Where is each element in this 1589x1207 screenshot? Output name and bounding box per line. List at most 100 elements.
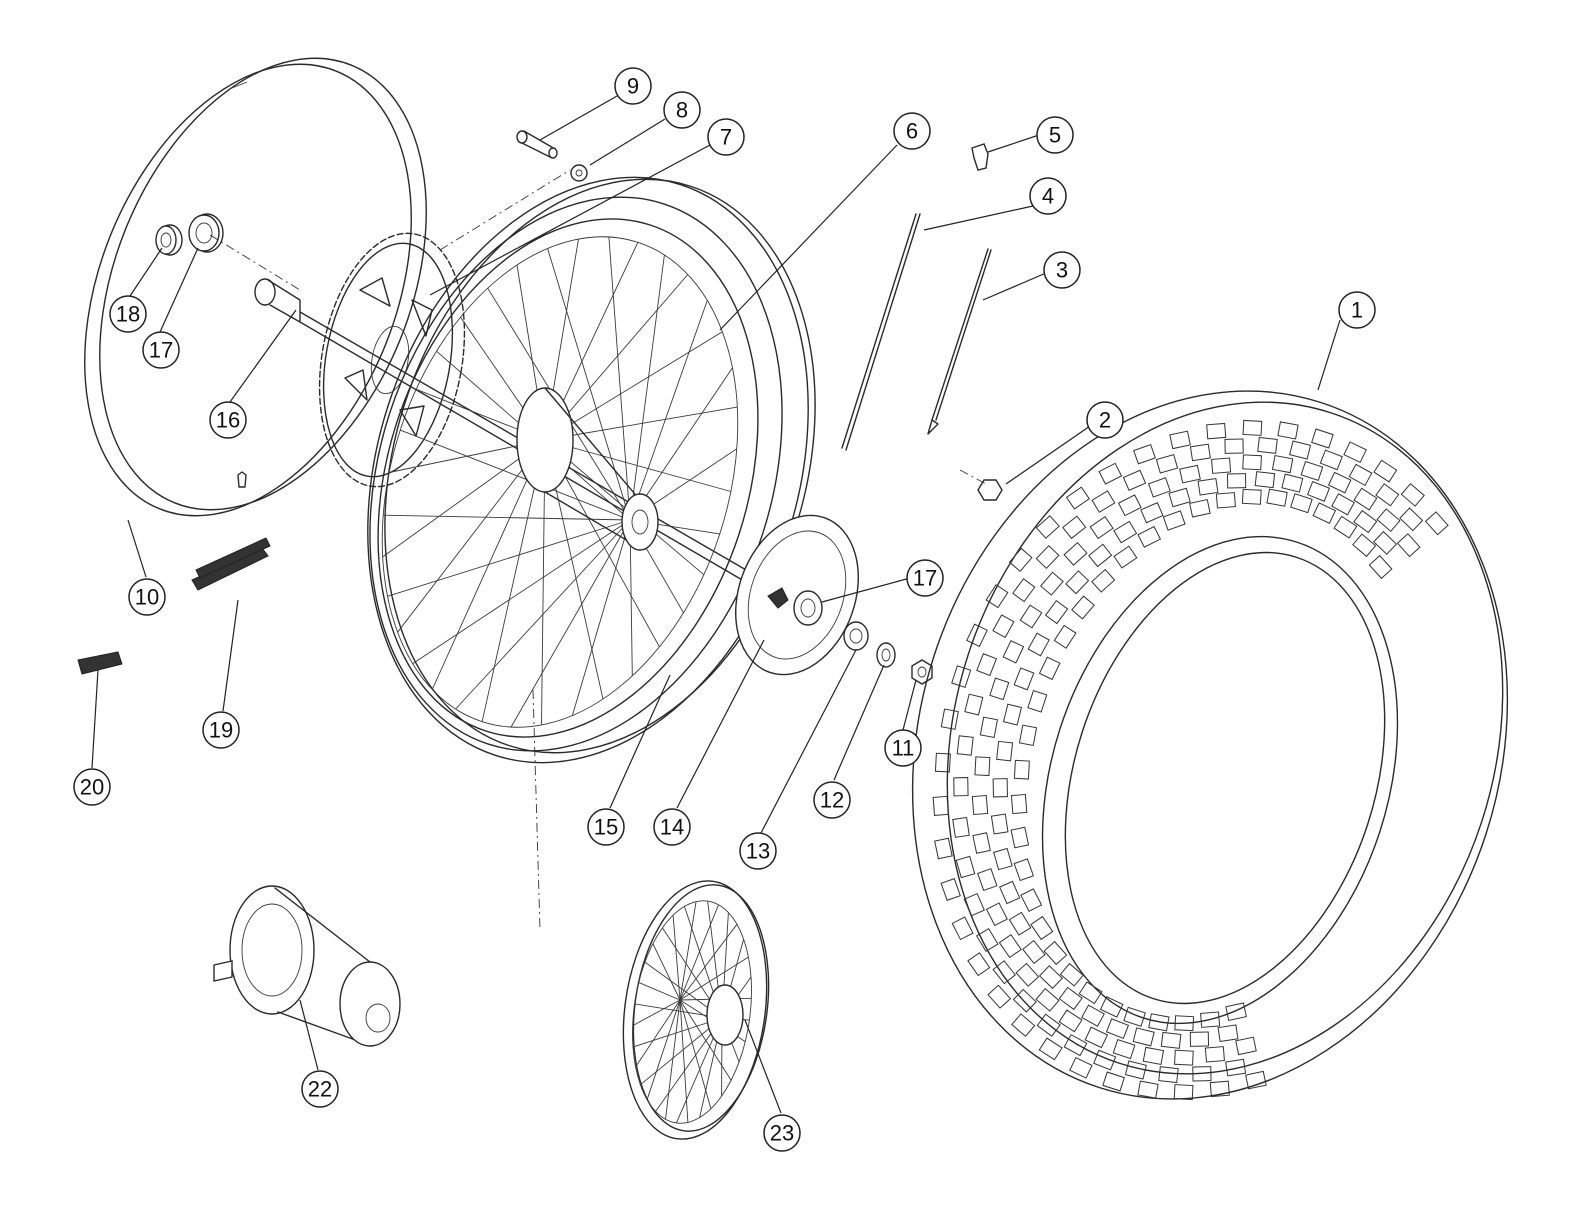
tread-block	[1281, 473, 1304, 493]
callout-10: 10	[128, 578, 166, 616]
bearing-left-part	[188, 213, 224, 253]
spoke-line	[547, 248, 631, 521]
tread-block	[1271, 454, 1294, 474]
tread-block	[1224, 438, 1244, 454]
tread-block	[1348, 463, 1373, 487]
tread-block	[1011, 1013, 1036, 1037]
tread-block	[1013, 759, 1030, 780]
mini-spoke-line	[665, 999, 681, 1120]
tread-block	[1158, 1066, 1179, 1084]
tread-block	[1084, 1026, 1109, 1049]
left-spacer-part	[155, 224, 183, 256]
tread-block	[1400, 483, 1425, 507]
bearing-right-part	[793, 590, 823, 626]
tread-block	[1148, 1013, 1170, 1032]
tread-block	[1174, 1015, 1195, 1032]
disc-bolt-part	[959, 469, 1003, 501]
callout-8: 8	[663, 91, 701, 129]
tread-block	[1133, 443, 1156, 465]
tread-block	[1012, 578, 1036, 603]
tread-block	[1319, 449, 1343, 471]
spoke-line	[383, 514, 631, 521]
tread-block	[1245, 1070, 1267, 1090]
tread-block	[1211, 457, 1232, 474]
tread-block	[1089, 516, 1114, 540]
callout-11-label: 11	[892, 736, 915, 761]
callout-22: 22	[301, 1070, 339, 1108]
tread-block	[953, 777, 969, 797]
tread-block	[1071, 595, 1095, 620]
tread-block	[993, 847, 1013, 871]
callout-9: 9	[614, 67, 652, 105]
tread-block	[1035, 544, 1060, 570]
callout-19-label: 19	[209, 718, 233, 743]
sprocket-nut-part	[570, 164, 588, 182]
tread-block	[972, 832, 991, 854]
callout-20-label: 20	[80, 775, 104, 800]
tread-block	[1113, 520, 1138, 544]
callout-12-label: 12	[820, 788, 844, 813]
callout-13-label: 13	[746, 839, 770, 864]
tread-block	[1147, 477, 1171, 498]
tread-block	[989, 677, 1010, 701]
tread-block	[985, 584, 1009, 609]
tread-block	[1081, 1004, 1105, 1027]
tread-block	[1160, 1031, 1182, 1049]
tread-block	[979, 716, 999, 739]
tread-block	[1117, 494, 1142, 517]
tread-block	[1112, 1039, 1136, 1060]
washer-part	[876, 642, 896, 668]
spoke-line	[629, 300, 708, 521]
tread-block	[1038, 965, 1063, 990]
callout-14: 14	[653, 808, 691, 846]
callout-6-label: 6	[906, 119, 918, 144]
tread-block	[1123, 1006, 1146, 1027]
callout-1: 1	[1338, 291, 1376, 329]
tread-block	[1059, 962, 1084, 987]
tread-block	[1373, 459, 1398, 483]
tread-block	[1035, 988, 1060, 1012]
tread-block	[976, 653, 998, 677]
tread-block	[1113, 545, 1138, 569]
tread-block	[1088, 543, 1113, 568]
tread-block	[1019, 604, 1043, 629]
spoke-line	[544, 439, 732, 492]
tread-block	[1036, 1013, 1061, 1037]
spoke-outer-part	[841, 213, 921, 451]
spoke-line	[544, 406, 738, 441]
tread-block	[1098, 462, 1123, 485]
mini-spoke-line	[635, 999, 681, 1068]
tread-block	[1226, 473, 1247, 489]
tread-block	[1368, 554, 1393, 580]
tread-block	[1235, 1036, 1257, 1056]
tread-block	[1137, 1080, 1159, 1099]
tread-block	[1192, 1066, 1212, 1082]
tread-block	[1010, 826, 1030, 849]
tread-block	[1206, 422, 1227, 440]
callout-15-label: 15	[594, 815, 618, 840]
tread-block	[977, 868, 998, 892]
tread-block	[1105, 1018, 1130, 1040]
tread-block	[964, 693, 984, 716]
tread-block	[1002, 703, 1023, 726]
tread-block	[1020, 888, 1043, 912]
spoke-line	[387, 519, 631, 597]
spacer-part	[843, 621, 869, 651]
callout-16-label: 16	[216, 408, 240, 433]
mini-spoke-line	[646, 999, 681, 1100]
tread-block	[1306, 480, 1331, 502]
tread-block	[1331, 493, 1355, 516]
tread-block	[1008, 547, 1033, 572]
mini-spoke-line	[679, 999, 689, 1123]
callout-4: 4	[1029, 177, 1067, 215]
tread-block	[1099, 996, 1124, 1018]
tread-block	[1242, 419, 1263, 436]
callout-2: 2	[1086, 401, 1124, 439]
tread-block	[1277, 421, 1299, 440]
brake-disc-part	[735, 514, 859, 676]
spoke-inner-part	[927, 248, 992, 435]
tread-block	[1044, 600, 1069, 625]
callout-23-label: 23	[770, 1121, 794, 1146]
tread-block	[1215, 492, 1236, 509]
tread-block	[1091, 568, 1116, 593]
